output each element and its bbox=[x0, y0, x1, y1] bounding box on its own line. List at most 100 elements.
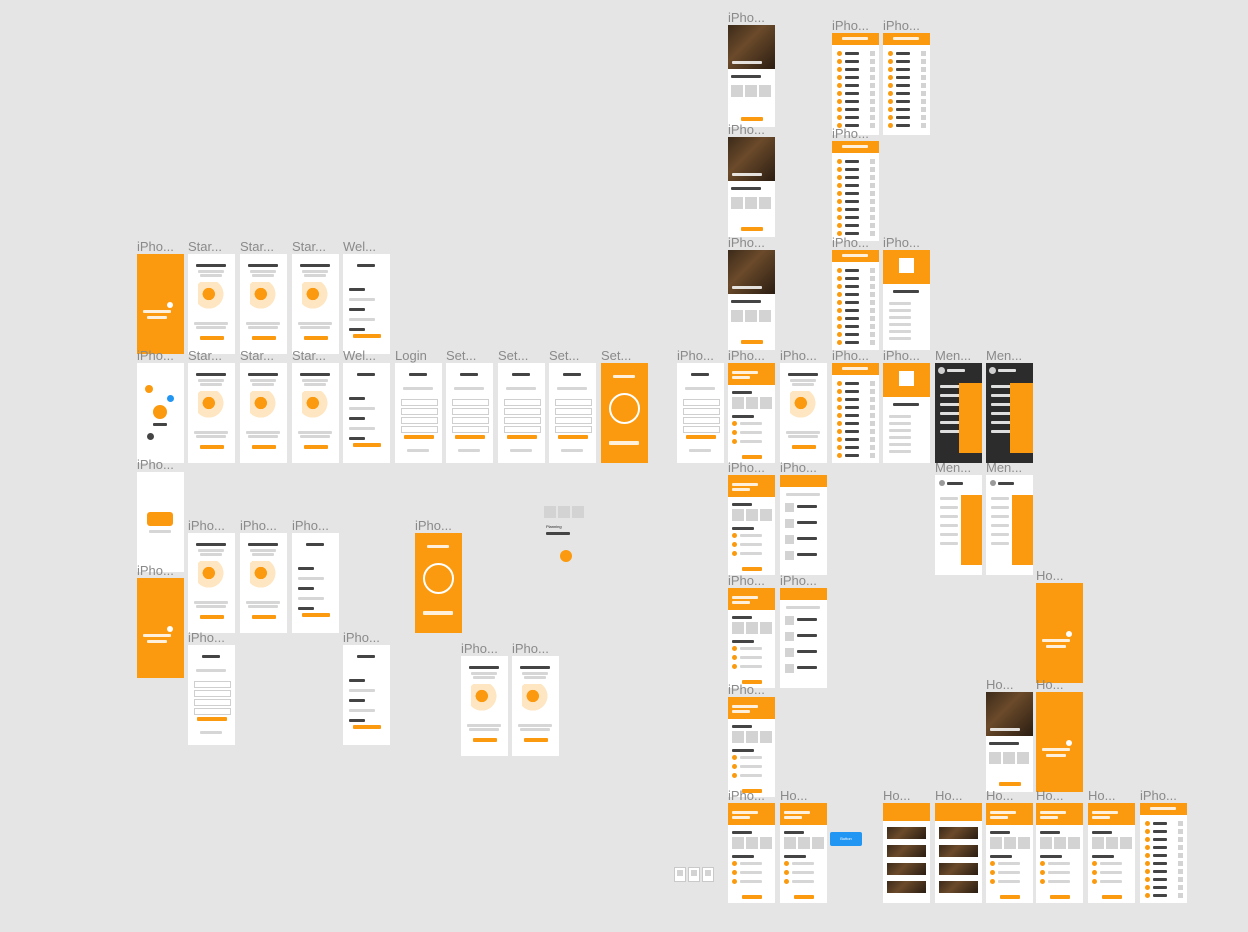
phone-frame[interactable] bbox=[728, 588, 775, 688]
frame-label[interactable]: iPho... bbox=[137, 239, 174, 254]
text-field[interactable] bbox=[504, 408, 541, 415]
frame-label[interactable]: Ho... bbox=[1088, 788, 1116, 803]
frame-label[interactable]: iPho... bbox=[1140, 788, 1177, 803]
text-field[interactable] bbox=[452, 426, 489, 433]
phone-frame[interactable] bbox=[780, 588, 827, 688]
frame-label[interactable]: iPho... bbox=[292, 518, 329, 533]
phone-frame[interactable] bbox=[549, 363, 596, 463]
phone-frame[interactable] bbox=[446, 363, 493, 463]
frame-label[interactable]: Ho... bbox=[1036, 568, 1064, 583]
frame-label[interactable]: Star... bbox=[292, 239, 326, 254]
phone-frame[interactable] bbox=[292, 533, 339, 633]
phone-frame[interactable] bbox=[883, 33, 930, 135]
text-field[interactable] bbox=[194, 690, 231, 697]
frame-label[interactable]: Login bbox=[395, 348, 427, 363]
text-field[interactable] bbox=[504, 417, 541, 424]
phone-frame[interactable] bbox=[986, 475, 1033, 575]
frame-label[interactable]: iPho... bbox=[137, 457, 174, 472]
phone-frame[interactable] bbox=[986, 363, 1033, 463]
frame-label[interactable]: Ho... bbox=[1036, 788, 1064, 803]
cta-button[interactable] bbox=[609, 441, 639, 445]
frame-label[interactable]: iPho... bbox=[728, 122, 765, 137]
cta-button[interactable] bbox=[303, 445, 328, 449]
frame-label[interactable]: Star... bbox=[188, 348, 222, 363]
cta-button[interactable] bbox=[251, 615, 276, 619]
frame-label[interactable]: iPho... bbox=[832, 348, 869, 363]
phone-frame[interactable] bbox=[240, 533, 287, 633]
phone-frame[interactable] bbox=[728, 475, 775, 575]
frame-label[interactable]: Star... bbox=[240, 348, 274, 363]
cta-button[interactable] bbox=[741, 680, 762, 684]
phone-frame[interactable] bbox=[832, 141, 879, 241]
text-field[interactable] bbox=[683, 417, 720, 424]
frame-label[interactable]: Men... bbox=[986, 348, 1023, 363]
phone-frame[interactable] bbox=[343, 254, 390, 354]
cta-button[interactable] bbox=[741, 789, 762, 793]
phone-frame[interactable] bbox=[292, 363, 339, 463]
text-field[interactable] bbox=[401, 408, 438, 415]
phone-frame[interactable] bbox=[935, 363, 982, 463]
frame-label[interactable]: Ho... bbox=[935, 788, 963, 803]
phone-frame[interactable] bbox=[137, 472, 184, 572]
frame-label[interactable]: Star... bbox=[188, 239, 222, 254]
frame-label[interactable]: Men... bbox=[986, 460, 1023, 475]
frame-label[interactable]: iPho... bbox=[883, 235, 920, 250]
cta-button[interactable] bbox=[557, 435, 588, 439]
phone-frame[interactable] bbox=[188, 254, 235, 354]
text-field[interactable] bbox=[555, 408, 592, 415]
phone-frame[interactable] bbox=[512, 656, 559, 756]
cta-button[interactable] bbox=[1101, 895, 1122, 899]
phone-frame[interactable] bbox=[188, 645, 235, 745]
cta-button[interactable] bbox=[791, 445, 816, 449]
text-field[interactable] bbox=[194, 681, 231, 688]
frame-label[interactable]: iPho... bbox=[883, 18, 920, 33]
frame-label[interactable]: Star... bbox=[292, 348, 326, 363]
phone-frame[interactable] bbox=[883, 363, 930, 463]
cta-button[interactable] bbox=[303, 336, 328, 340]
phone-frame[interactable] bbox=[188, 363, 235, 463]
frame-label[interactable]: Men... bbox=[935, 348, 972, 363]
frame-label[interactable]: iPho... bbox=[780, 460, 817, 475]
frame-label[interactable]: iPho... bbox=[728, 348, 765, 363]
phone-frame[interactable] bbox=[415, 533, 462, 633]
mini-card[interactable] bbox=[674, 867, 686, 882]
phone-frame[interactable] bbox=[832, 33, 879, 135]
frame-label[interactable]: Men... bbox=[935, 460, 972, 475]
text-field[interactable] bbox=[194, 708, 231, 715]
frame-label[interactable]: Ho... bbox=[883, 788, 911, 803]
phone-frame[interactable] bbox=[986, 803, 1033, 903]
frame-label[interactable]: Ho... bbox=[986, 788, 1014, 803]
text-field[interactable] bbox=[555, 426, 592, 433]
text-field[interactable] bbox=[452, 408, 489, 415]
frame-label[interactable]: Set... bbox=[601, 348, 632, 363]
cta-button[interactable] bbox=[301, 613, 330, 617]
frame-label[interactable]: Ho... bbox=[986, 677, 1014, 692]
frame-label[interactable]: iPho... bbox=[137, 348, 174, 363]
cta-button[interactable] bbox=[741, 567, 762, 571]
phone-frame[interactable] bbox=[780, 475, 827, 575]
frame-label[interactable]: iPho... bbox=[137, 563, 174, 578]
cta-button[interactable] bbox=[998, 782, 1021, 786]
frame-label[interactable]: Ho... bbox=[780, 788, 808, 803]
cta-button[interactable] bbox=[199, 615, 224, 619]
frame-label[interactable]: Wel... bbox=[343, 348, 376, 363]
text-field[interactable] bbox=[504, 399, 541, 406]
cta-button[interactable] bbox=[740, 340, 763, 344]
cta-button[interactable] bbox=[199, 336, 224, 340]
cta-button[interactable] bbox=[523, 738, 548, 742]
text-field[interactable] bbox=[683, 399, 720, 406]
cta-button[interactable] bbox=[423, 611, 453, 615]
phone-frame[interactable] bbox=[728, 363, 775, 463]
phone-frame[interactable] bbox=[1036, 692, 1083, 792]
frame-label[interactable]: Wel... bbox=[343, 239, 376, 254]
text-field[interactable] bbox=[683, 426, 720, 433]
phone-frame[interactable] bbox=[728, 803, 775, 903]
text-field[interactable] bbox=[401, 417, 438, 424]
phone-frame[interactable] bbox=[1036, 583, 1083, 683]
frame-label[interactable]: Set... bbox=[549, 348, 580, 363]
cta-button[interactable] bbox=[352, 725, 381, 729]
text-field[interactable] bbox=[504, 426, 541, 433]
frame-label[interactable]: iPho... bbox=[832, 126, 869, 141]
phone-frame[interactable] bbox=[292, 254, 339, 354]
phone-frame[interactable] bbox=[240, 363, 287, 463]
